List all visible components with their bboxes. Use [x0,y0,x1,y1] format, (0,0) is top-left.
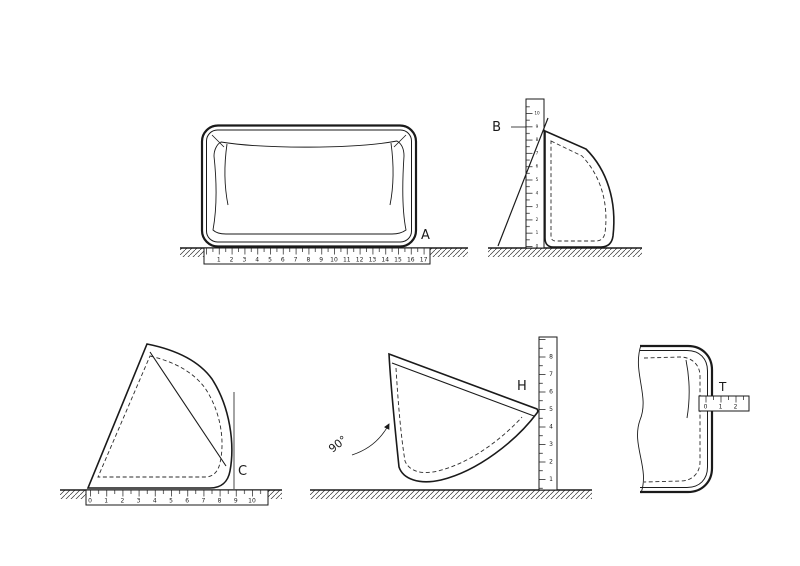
ruler-number: 8 [549,354,553,361]
ruler-number: 0 [536,244,539,249]
ruler-number: 10 [534,111,540,116]
ruler-numbers: 0 1 2 3 4 5 6 7 8 9 10 [534,111,540,249]
figure-width-b: 0 1 2 3 4 5 6 7 8 9 10 B [488,98,642,257]
ruler-number: 0 [88,498,92,505]
figure-thickness-t: 0 1 2 T [637,344,750,494]
bag-fold-left [224,143,229,206]
ruler-numbers: 0 1 2 3 4 5 6 7 8 9 10 [88,498,256,505]
ruler-number: 4 [255,257,259,264]
label-c: C [238,464,247,479]
side-profile-outline [544,129,615,248]
ground-hatch [488,248,642,257]
ruler-number: 5 [169,498,173,505]
ruler-number: 10 [330,257,338,264]
ruler-ticks [539,339,557,489]
ruler-number: 5 [549,406,553,413]
ruler-number: 8 [306,257,310,264]
ruler-number: 3 [242,257,246,264]
figure-height-h: 1 2 3 4 5 6 7 8 90° H [310,336,592,499]
bag-contour [212,140,407,235]
ruler-number: 15 [394,257,402,264]
straightedge-rod [497,117,549,247]
side-profile-inner-contour [550,140,607,242]
ruler-ticks [90,490,266,505]
frame-edge-line [149,351,227,467]
ruler-t: 0 1 2 [698,395,750,412]
ruler-number: 9 [319,257,323,264]
ruler-number: 7 [201,498,205,505]
ruler-number: 0 [704,404,708,411]
ruler-numbers: 0 1 2 [704,404,738,411]
ruler-number: 11 [343,257,351,264]
ruler-number: 6 [185,498,189,505]
ruler-number: 1 [719,404,723,411]
ruler-number: 5 [268,257,272,264]
ruler-number: 3 [549,441,553,448]
ruler-number: 6 [549,389,553,396]
ruler-number: 6 [536,164,539,169]
angle-label: 90° [326,433,349,455]
ruler-number: 12 [356,257,364,264]
ruler-number: 1 [536,230,539,235]
ruler-c: 0 1 2 3 4 5 6 7 8 9 10 [85,489,269,506]
frame-outer-outline [640,344,714,494]
label-a: A [421,228,430,243]
tilted-profile-outline [86,343,233,489]
ruler-number: 2 [734,404,738,411]
ruler-number: 9 [536,124,539,129]
ruler-number: 8 [218,498,222,505]
figure-depth-c: 0 1 2 3 4 5 6 7 8 9 10 C [60,343,282,506]
ruler-h: 1 2 3 4 5 6 7 8 [538,336,558,491]
ruler-number: 7 [294,257,298,264]
ruler-number: 5 [536,177,539,182]
ruler-number: 2 [120,498,124,505]
ruler-number: 4 [536,190,539,195]
ruler-number: 4 [549,424,553,431]
ruler-number: 7 [536,150,539,155]
angle-arc-arrow [351,423,390,456]
ruler-number: 3 [137,498,141,505]
ruler-number: 1 [549,476,553,483]
ruler-ticks [705,396,749,411]
ruler-number: 7 [549,371,553,378]
ruler-numbers: 1 2 3 4 5 6 7 8 [549,354,553,484]
ruler-ticks [526,101,544,247]
frame-outer-outline [200,124,418,248]
ruler-number: 3 [536,204,539,209]
bag-inner-contour [643,356,701,483]
break-wavy-line [637,344,644,494]
tilted-container-outline [388,352,539,483]
ruler-number: 6 [281,257,285,264]
inner-contour [97,355,223,478]
ruler-number: 1 [104,498,108,505]
bag-corner-folds [211,134,407,148]
ruler-number: 17 [420,257,428,264]
ruler-number: 9 [234,498,238,505]
ruler-number: 8 [536,137,539,142]
ruler-number: 13 [369,257,377,264]
ruler-number: 1 [217,257,221,264]
ruler-number: 2 [230,257,234,264]
ruler-b: 0 1 2 3 4 5 6 7 8 9 10 [525,98,545,249]
rim-line [391,362,535,417]
bag-fold [685,359,690,419]
frame-inner-outline [206,129,412,243]
ruler-number: 14 [381,257,389,264]
inner-contour [395,367,523,473]
ruler-number: 2 [536,217,539,222]
ruler-number: 10 [248,498,256,505]
ground-hatch [310,490,592,499]
ruler-number: 2 [549,459,553,466]
label-b: B [492,120,501,135]
ruler-ticks [206,248,428,264]
label-h: H [517,379,527,394]
ruler-number: 4 [153,498,157,505]
ruler-number: 16 [407,257,415,264]
frame-inner-outline [640,350,708,488]
bag-fold-right [389,142,394,206]
label-t: T [718,380,727,394]
